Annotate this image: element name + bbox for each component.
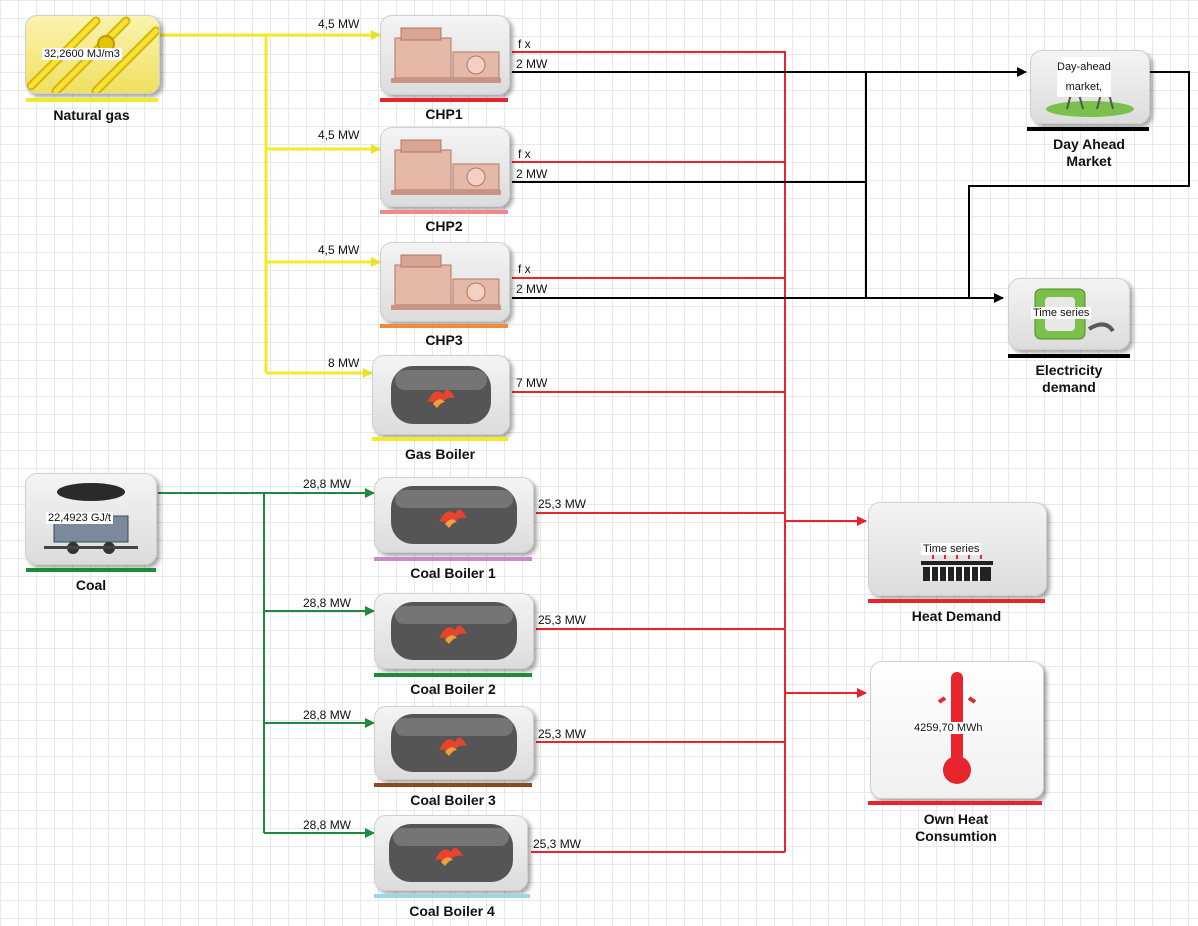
- coal-boiler-4-bar: [374, 894, 530, 898]
- flow-label-chp1-heat: f x: [518, 37, 531, 51]
- flow-label-chp1-power: 2 MW: [516, 57, 547, 71]
- chp3-bar: [380, 324, 508, 328]
- chp1-label: CHP1: [380, 106, 508, 123]
- chp2-label: CHP2: [380, 218, 508, 235]
- heat-demand-bar: [868, 599, 1045, 603]
- flow-label-gas-chp3: 4,5 MW: [318, 243, 359, 257]
- chp2-node[interactable]: CHP2: [380, 127, 512, 237]
- gas-boiler-label: Gas Boiler: [372, 446, 508, 463]
- own-heat-consumtion-node[interactable]: 4259,70 MWh Own Heat Consumtion: [870, 661, 1048, 856]
- electricity-demand-label-line1: Electricity: [1008, 362, 1130, 379]
- coal-boiler-1-node[interactable]: Coal Boiler 1: [374, 477, 538, 587]
- electricity-demand-value: Time series: [1031, 307, 1091, 319]
- thermometer-icon: 4259,70 MWh: [870, 661, 1044, 799]
- flow-label-coal-cb4: 28,8 MW: [303, 818, 351, 832]
- coal-boiler-2-bar: [374, 673, 532, 677]
- gas-pipeline-icon: 32,2600 MJ/m3: [25, 15, 160, 94]
- engine-generator-icon: [380, 242, 510, 322]
- coal-wagon-icon: 22,4923 GJ/t: [25, 473, 157, 565]
- own-heat-label: Own Heat Consumtion: [870, 811, 1042, 845]
- own-heat-bar: [868, 801, 1042, 805]
- boiler-flame-icon: [374, 815, 528, 891]
- coal-value: 22,4923 GJ/t: [46, 512, 113, 524]
- flow-label-cb1-heat: 25,3 MW: [538, 497, 586, 511]
- coal-boiler-3-label: Coal Boiler 3: [374, 792, 532, 809]
- coal-boiler-3-node[interactable]: Coal Boiler 3: [374, 706, 538, 816]
- flow-label-coal-cb2: 28,8 MW: [303, 596, 351, 610]
- chp3-node[interactable]: CHP3: [380, 242, 512, 352]
- coal-boiler-2-node[interactable]: Coal Boiler 2: [374, 593, 538, 703]
- boiler-flame-icon: [372, 355, 510, 435]
- natural-gas-value: 32,2600 MJ/m3: [42, 48, 122, 60]
- gas-boiler-bar: [372, 437, 508, 441]
- coal-node[interactable]: 22,4923 GJ/t Coal: [25, 473, 165, 598]
- electricity-demand-bar: [1008, 354, 1130, 358]
- natural-gas-node[interactable]: 32,2600 MJ/m3 Natural gas: [25, 15, 165, 130]
- own-heat-value: 4259,70 MWh: [912, 722, 984, 734]
- electricity-demand-label-line2: demand: [1008, 379, 1130, 396]
- radiator-icon: Time series: [868, 502, 1047, 596]
- flow-label-cb3-heat: 25,3 MW: [538, 727, 586, 741]
- coal-boiler-1-bar: [374, 557, 532, 561]
- boiler-flame-icon: [374, 593, 534, 669]
- flow-label-gas-chp1: 4,5 MW: [318, 17, 359, 31]
- flow-label-coal-cb1: 28,8 MW: [303, 477, 351, 491]
- chp3-label: CHP3: [380, 332, 508, 349]
- boiler-flame-icon: [374, 706, 534, 780]
- day-ahead-value-line2: market,: [1057, 77, 1111, 97]
- natural-gas-label: Natural gas: [25, 107, 158, 124]
- own-heat-label-line1: Own Heat: [870, 811, 1042, 828]
- flow-label-coal-cb3: 28,8 MW: [303, 708, 351, 722]
- flow-label-cb2-heat: 25,3 MW: [538, 613, 586, 627]
- coal-label: Coal: [25, 577, 157, 594]
- boiler-flame-icon: [374, 477, 534, 553]
- coal-boiler-4-label: Coal Boiler 4: [374, 903, 530, 920]
- day-ahead-label-line2: Market: [1030, 153, 1148, 170]
- flow-label-chp3-heat: f x: [518, 262, 531, 276]
- flow-label-gas-chp2: 4,5 MW: [318, 128, 359, 142]
- flow-label-chp2-power: 2 MW: [516, 167, 547, 181]
- day-ahead-bar: [1027, 127, 1149, 131]
- flow-label-gas-boiler-heat: 7 MW: [516, 376, 547, 390]
- flow-label-cb4-heat: 25,3 MW: [533, 837, 581, 851]
- power-outlet-icon: Time series: [1008, 278, 1130, 350]
- coal-boiler-3-bar: [374, 783, 532, 787]
- engine-generator-icon: [380, 15, 510, 95]
- electricity-demand-node[interactable]: Time series Electricity demand: [1008, 278, 1138, 403]
- coal-boiler-1-label: Coal Boiler 1: [374, 565, 532, 582]
- chp1-node[interactable]: CHP1: [380, 15, 512, 125]
- chp2-bar: [380, 210, 508, 214]
- electricity-demand-label: Electricity demand: [1008, 362, 1130, 396]
- coal-boiler-2-label: Coal Boiler 2: [374, 681, 532, 698]
- coal-boiler-4-node[interactable]: Coal Boiler 4: [374, 815, 538, 923]
- flow-label-gas-boiler: 8 MW: [328, 356, 359, 370]
- chp1-bar: [380, 98, 508, 102]
- day-ahead-label: Day Ahead Market: [1030, 136, 1148, 170]
- day-ahead-market-node[interactable]: Day-ahead market, Day Ahead Market: [1030, 50, 1154, 175]
- day-ahead-label-line1: Day Ahead: [1030, 136, 1148, 153]
- coal-bar: [26, 568, 156, 572]
- natural-gas-bar: [26, 98, 158, 102]
- heat-demand-label: Heat Demand: [868, 608, 1045, 625]
- day-ahead-value-line1: Day-ahead: [1057, 57, 1111, 77]
- engine-generator-icon: [380, 127, 510, 207]
- flow-label-chp2-heat: f x: [518, 147, 531, 161]
- heat-demand-value: Time series: [921, 543, 981, 555]
- power-pylon-icon: Day-ahead market,: [1030, 50, 1150, 124]
- heat-demand-node[interactable]: Time series Heat Demand: [868, 502, 1048, 627]
- gas-boiler-node[interactable]: Gas Boiler: [372, 355, 512, 467]
- own-heat-label-line2: Consumtion: [870, 828, 1042, 845]
- flow-label-chp3-power: 2 MW: [516, 282, 547, 296]
